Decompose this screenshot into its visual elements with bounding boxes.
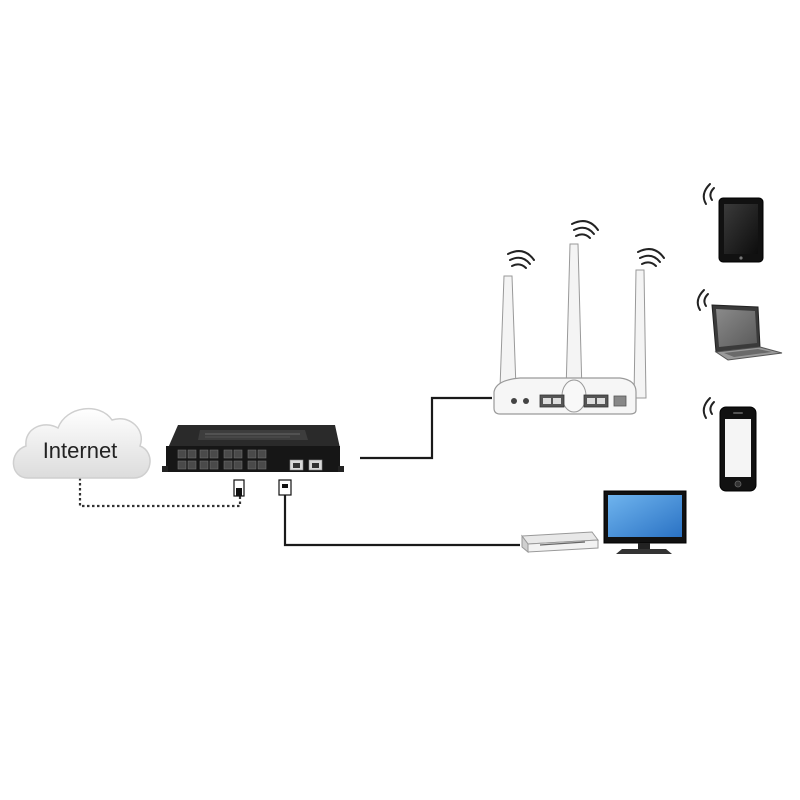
cloud-icon: [12, 407, 151, 479]
wifi-signal-icon: [702, 397, 715, 419]
internet-cloud: Internet: [12, 407, 151, 479]
media-converter-icon: [162, 425, 344, 472]
smartphone-device: [702, 397, 757, 492]
wifi-signal-icon: [696, 289, 709, 311]
desktop-computer-icon: [521, 490, 687, 554]
wifi-signal-icon: [507, 220, 665, 269]
wifi-signal-icon: [702, 183, 715, 205]
wifi-router-icon: [493, 243, 647, 415]
wifi-router: [493, 220, 665, 415]
cloud-label: Internet: [43, 438, 118, 463]
fiber-connector: [233, 479, 245, 497]
laptop-device: [696, 289, 783, 361]
media-converter: [162, 425, 344, 497]
desktop-computer: [521, 490, 687, 554]
ethernet-connector: [278, 479, 292, 496]
tablet-device: [702, 183, 764, 263]
tablet-icon: [718, 197, 764, 263]
converter-to-desktop-cable: [283, 495, 520, 547]
laptop-icon: [711, 304, 783, 361]
cables: [78, 396, 520, 547]
converter-to-router-cable: [360, 396, 492, 460]
internet-dotted-cable: [78, 478, 242, 508]
smartphone-icon: [719, 406, 757, 492]
